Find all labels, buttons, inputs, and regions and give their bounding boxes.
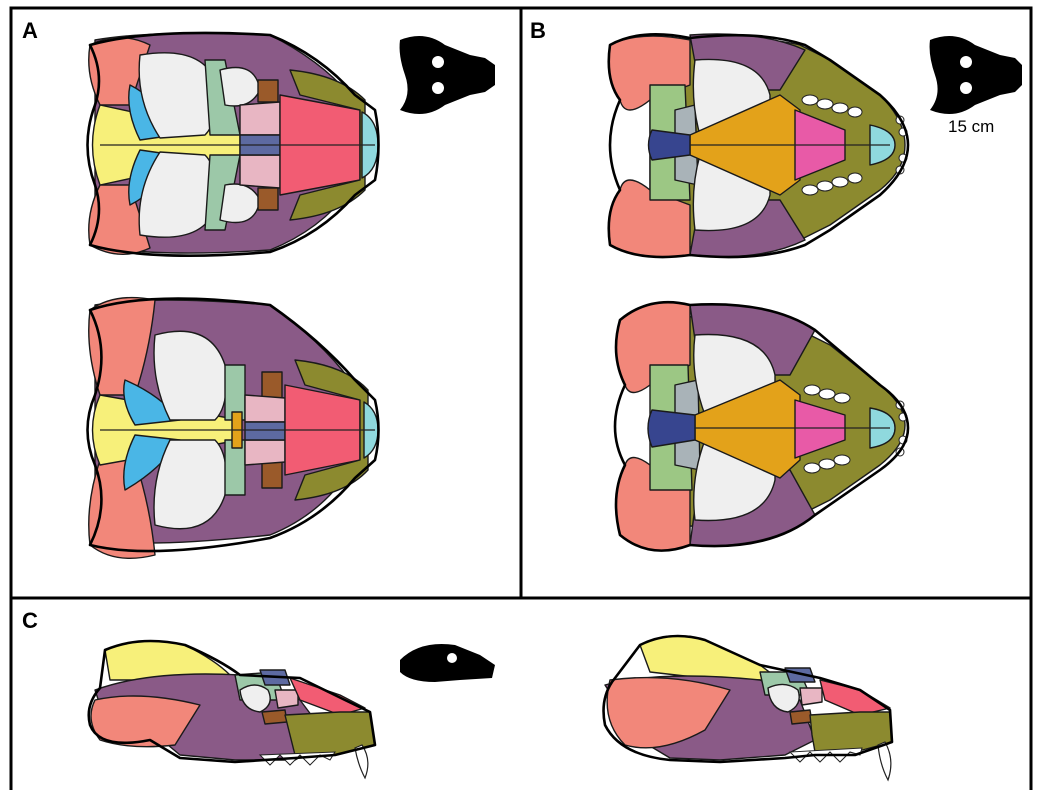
basioccipital-navy — [649, 130, 691, 160]
silhouette-ventral-icon — [930, 36, 1022, 114]
basioccipital-navy — [648, 410, 695, 447]
panel-c-skull-left — [89, 641, 375, 778]
jugal-lower — [245, 440, 285, 465]
silhouette-orbit-icon — [432, 56, 444, 68]
silhouette-lateral-icon — [400, 644, 495, 682]
silhouette-orbit-icon — [960, 56, 972, 68]
jugal-lower — [240, 155, 280, 188]
frontal — [820, 680, 890, 715]
jugal — [275, 690, 298, 708]
panel-label-c: C — [22, 608, 38, 633]
panel-c-skull-right — [604, 636, 892, 780]
panel-label-b: B — [530, 18, 546, 43]
lacrimal-lower — [262, 462, 282, 488]
scale-bar-label: 15 cm — [948, 117, 994, 136]
canine-tooth — [878, 742, 891, 780]
interparietal — [245, 422, 285, 440]
panel-label-a: A — [22, 18, 38, 43]
lacrimal-upper — [258, 80, 278, 102]
panel-b-skull-top — [609, 34, 908, 257]
panel-a-skull-top — [88, 33, 379, 256]
jugal-upper — [240, 102, 280, 135]
silhouette-orbit-icon — [960, 82, 972, 94]
silhouette-dorsal-icon — [400, 36, 495, 114]
silhouette-orbit-icon — [432, 82, 444, 94]
lacrimal-lower — [258, 188, 278, 210]
silhouette-orbit-icon — [447, 653, 457, 663]
panel-b-skull-bottom — [615, 302, 908, 550]
jugal — [800, 688, 822, 705]
lacrimal — [790, 710, 812, 724]
lacrimal — [262, 710, 287, 724]
lacrimal-upper — [262, 372, 282, 398]
jugal-upper — [245, 395, 285, 422]
panel-a-skull-bottom — [88, 298, 379, 559]
